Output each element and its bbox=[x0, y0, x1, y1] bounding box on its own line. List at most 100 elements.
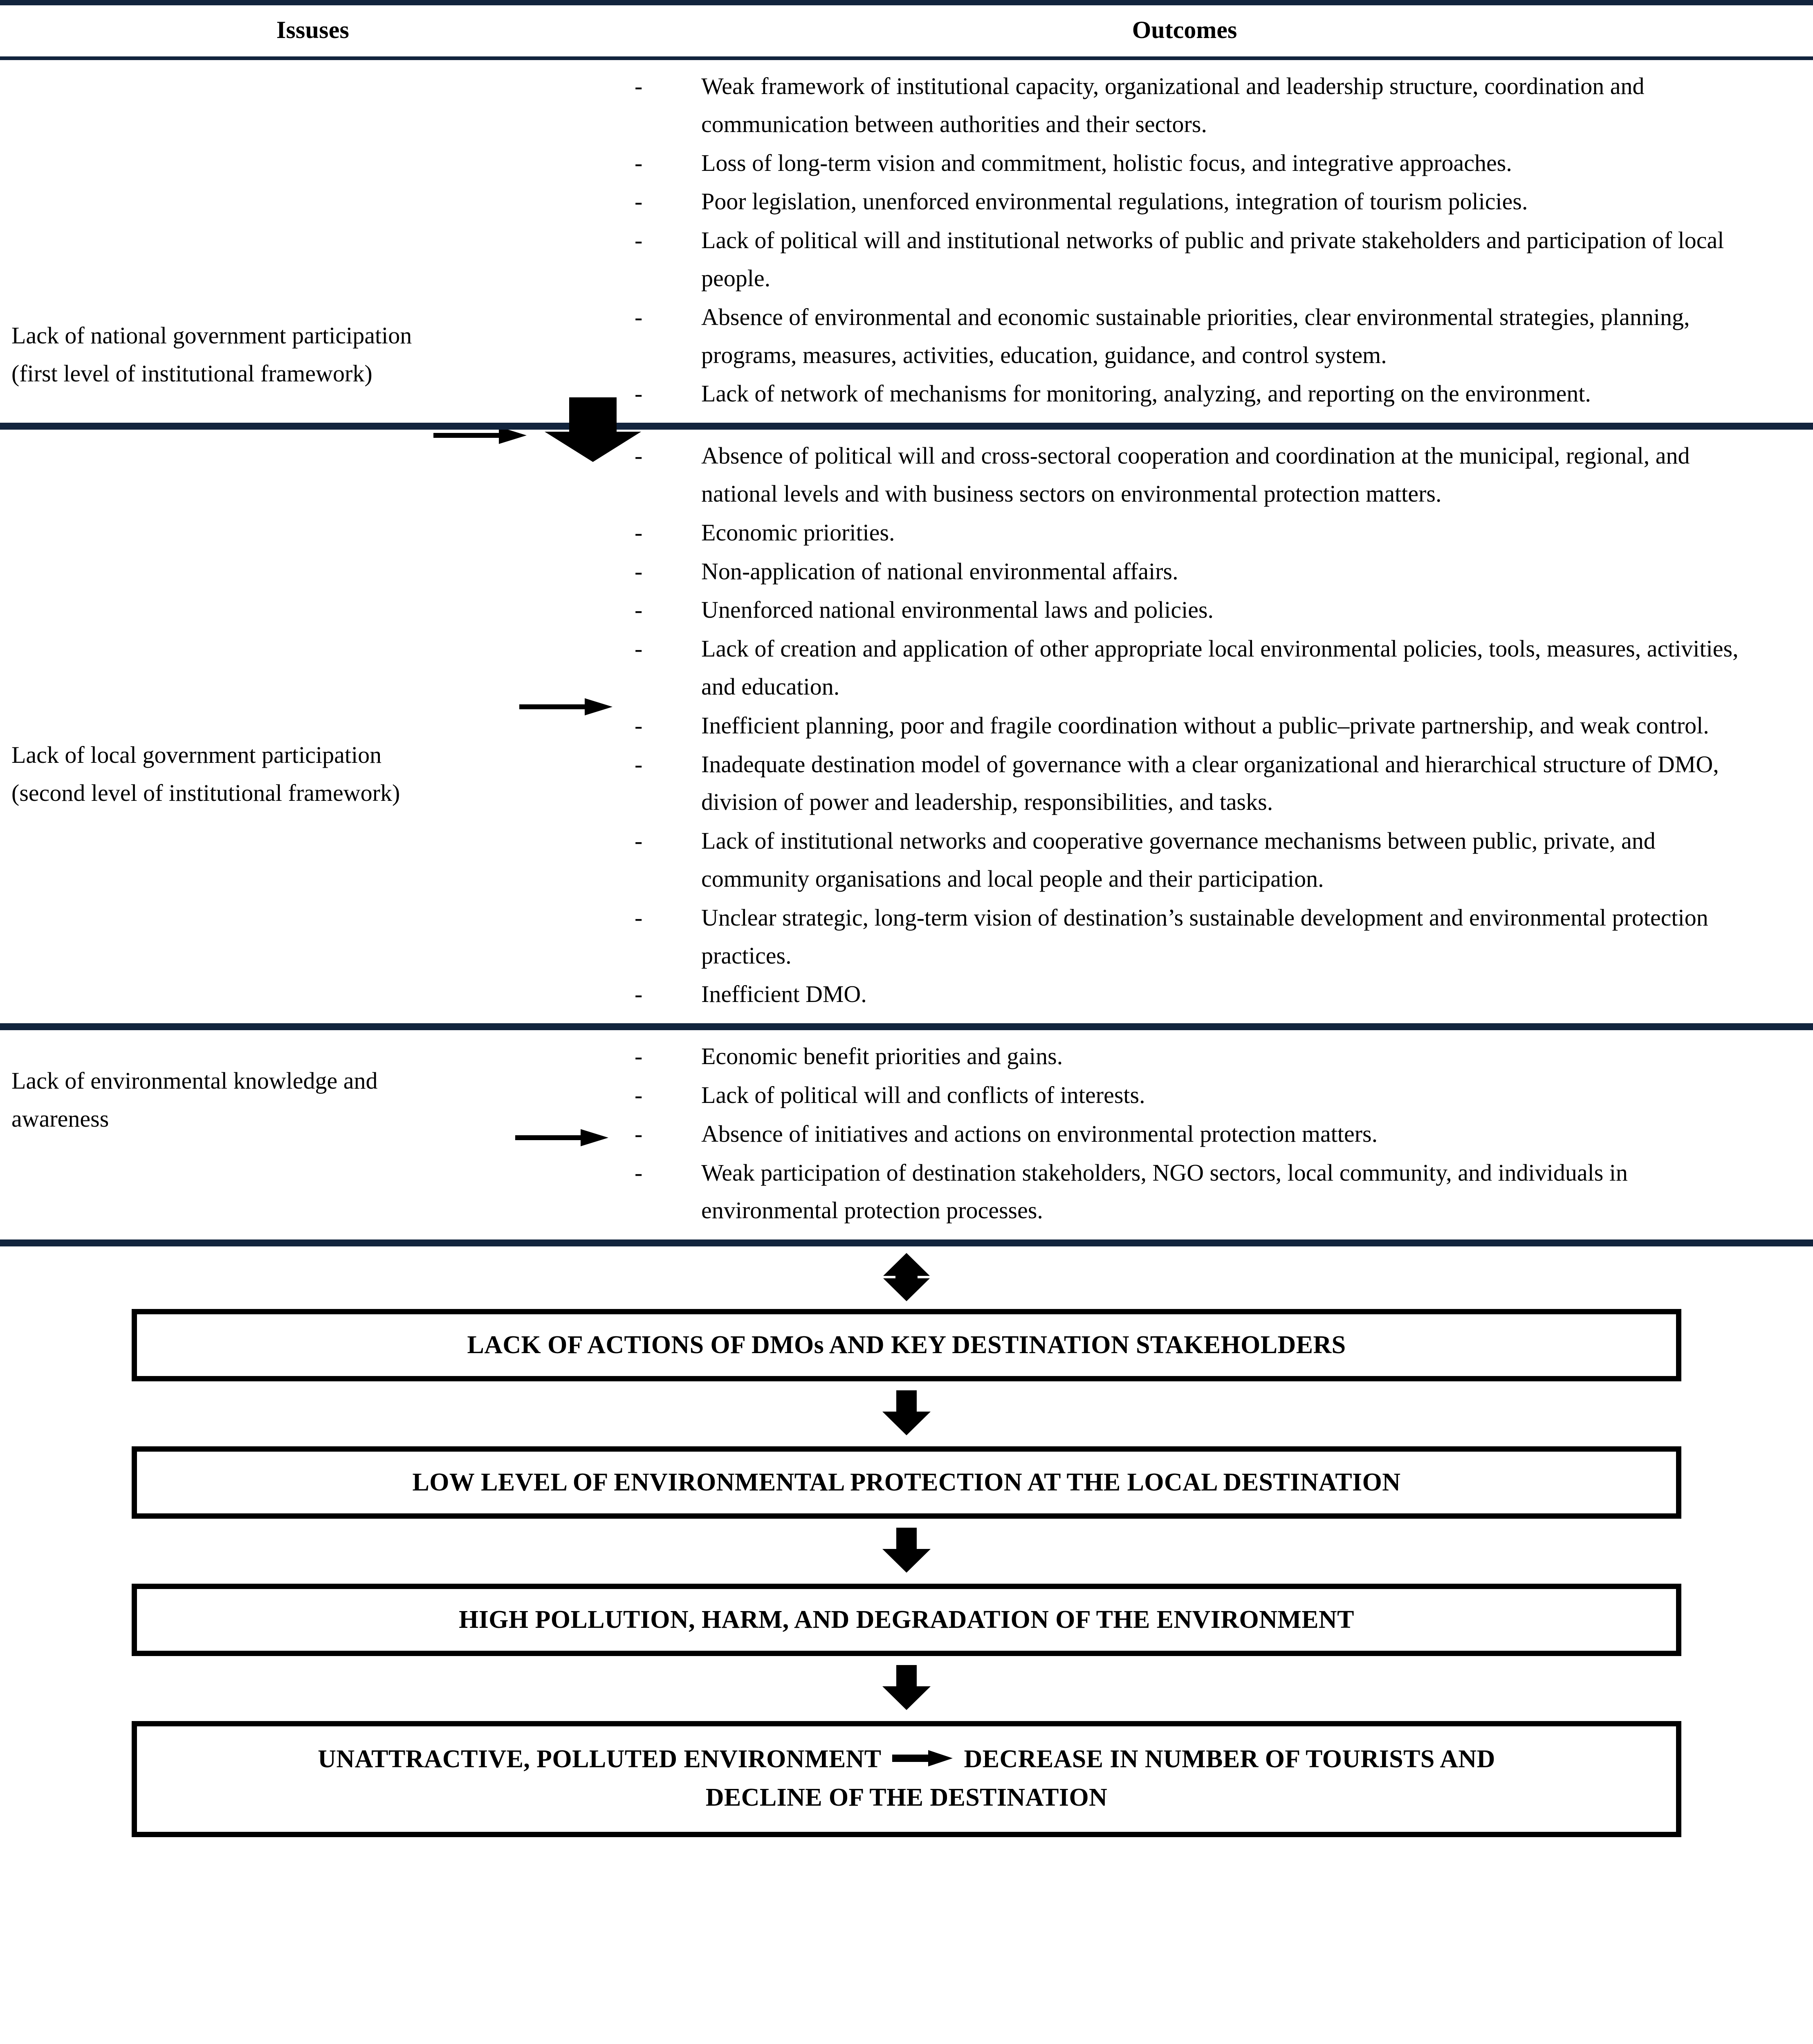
list-item-text: Inefficient DMO. bbox=[701, 981, 867, 1008]
double-headed-vertical-arrow-icon bbox=[880, 1253, 933, 1303]
list-item: - Economic benefit priorities and gains. bbox=[626, 1038, 1764, 1076]
list-item: - Absence of initiatives and actions on e… bbox=[626, 1115, 1764, 1153]
list-item: - Inefficient planning, poor and fragile … bbox=[626, 707, 1764, 745]
list-item-text: Loss of long-term vision and commitment,… bbox=[701, 149, 1512, 176]
bullet-marker: - bbox=[635, 1081, 643, 1108]
list-item: - Non-application of national environment… bbox=[626, 553, 1764, 591]
bullet-marker: - bbox=[635, 558, 643, 585]
section-divider-2 bbox=[0, 1023, 1813, 1031]
list-item-text: Economic benefit priorities and gains. bbox=[701, 1043, 1063, 1070]
bullet-marker: - bbox=[635, 442, 643, 469]
arrow-right-icon bbox=[433, 426, 527, 444]
list-item-text: Lack of network of mechanisms for monito… bbox=[701, 380, 1591, 407]
bullet-marker: - bbox=[635, 303, 643, 330]
issue-label-3-line1: Lack of environmental knowledge and bbox=[11, 1067, 378, 1094]
arrow-down-icon bbox=[880, 1665, 933, 1713]
list-item: - Inefficient DMO. bbox=[626, 975, 1764, 1013]
arrow-down-icon bbox=[880, 1390, 933, 1438]
bullet-marker: - bbox=[635, 1159, 643, 1186]
flow-box-4-second-line: DECLINE OF THE DESTINATION bbox=[705, 1783, 1108, 1811]
section-divider-1 bbox=[0, 397, 1813, 462]
list-item: - Lack of political will and conflicts of… bbox=[626, 1076, 1764, 1114]
issue-cell-2: Lack of local government participation (… bbox=[0, 430, 626, 1023]
bullet-marker: - bbox=[635, 73, 643, 99]
outcomes-list-3: -Economic benefit priorities and gains. … bbox=[626, 1038, 1764, 1230]
issue-cell-1: Lack of national government participatio… bbox=[0, 60, 626, 444]
table-header-row: Issuses Outcomes bbox=[0, 5, 1813, 56]
flow-box-2: LOW LEVEL OF ENVIRONMENTAL PROTECTION AT… bbox=[132, 1446, 1681, 1519]
issue-label-1-line2: (first level of institutional framework) bbox=[11, 360, 372, 387]
list-item-text: Non-application of national environmenta… bbox=[701, 558, 1178, 585]
list-item-text: Absence of political will and cross-sect… bbox=[701, 442, 1690, 507]
flow-connector-1 bbox=[0, 1381, 1813, 1446]
list-item-text: Absence of environmental and economic su… bbox=[701, 303, 1690, 368]
column-header-issues: Issuses bbox=[276, 16, 350, 43]
list-item-text: Absence of initiatives and actions on en… bbox=[701, 1120, 1378, 1147]
issue-label-2: Lack of local government participation (… bbox=[11, 736, 589, 812]
issue-label-2-line2: (second level of institutional framework… bbox=[11, 779, 400, 806]
flow-connector-2 bbox=[0, 1519, 1813, 1584]
list-item-text: Inadequate destination model of governan… bbox=[701, 751, 1719, 816]
arrow-down-icon bbox=[544, 397, 642, 465]
bullet-marker: - bbox=[635, 188, 643, 215]
list-item-text: Economic priorities. bbox=[701, 519, 895, 546]
bullet-marker: - bbox=[635, 149, 643, 176]
table-bottom-rule bbox=[0, 1239, 1813, 1247]
flow-connector-0 bbox=[0, 1246, 1813, 1309]
list-item-text: Poor legislation, unenforced environment… bbox=[701, 188, 1528, 215]
list-item: - Loss of long-term vision and commitment… bbox=[626, 144, 1764, 182]
table-row-section-1: Lack of national government participatio… bbox=[0, 60, 1813, 444]
table-row-section-2: Lack of local government participation (… bbox=[0, 430, 1813, 1023]
list-item-text: Lack of creation and application of othe… bbox=[701, 635, 1739, 700]
bullet-marker: - bbox=[635, 227, 643, 254]
list-item: - Absence of political will and cross-sec… bbox=[626, 437, 1764, 513]
bullet-marker: - bbox=[635, 904, 643, 931]
table-header-rule bbox=[0, 56, 1813, 60]
list-item: -Lack of political will and institutiona… bbox=[626, 222, 1764, 298]
list-item: - Weak framework of institutional capacit… bbox=[626, 67, 1764, 143]
issue-label-3: Lack of environmental knowledge and awar… bbox=[11, 1062, 589, 1138]
list-item-text: Weak framework of institutional capacity… bbox=[701, 73, 1645, 137]
bullet-marker: - bbox=[635, 712, 643, 739]
list-item-text: Lack of institutional networks and coope… bbox=[701, 827, 1656, 892]
bullet-marker: - bbox=[635, 380, 643, 407]
table-row-section-3: Lack of environmental knowledge and awar… bbox=[0, 1030, 1813, 1239]
outcomes-cell-1: - Weak framework of institutional capacit… bbox=[626, 60, 1813, 423]
flow-connector-3 bbox=[0, 1656, 1813, 1721]
issue-label-3-line2: awareness bbox=[11, 1105, 109, 1132]
issue-label-1-line1: Lack of national government participatio… bbox=[11, 322, 412, 349]
table-top-rule bbox=[0, 0, 1813, 5]
bullet-marker: - bbox=[635, 827, 643, 854]
arrow-right-icon bbox=[519, 697, 613, 716]
list-item: - Weak participation of destination stake… bbox=[626, 1154, 1764, 1230]
list-item: - Poor legislation, unenforced environmen… bbox=[626, 183, 1764, 221]
bullet-marker: - bbox=[635, 1043, 643, 1070]
issue-label-1: Lack of national government participatio… bbox=[11, 317, 589, 393]
list-item: - Unenforced national environmental laws … bbox=[626, 591, 1764, 629]
figure-root: Issuses Outcomes Lack of national govern… bbox=[0, 0, 1813, 1853]
bullet-marker: - bbox=[635, 981, 643, 1008]
bullet-marker: - bbox=[635, 596, 643, 623]
flow-box-4-right-text: DECREASE IN NUMBER OF TOURISTS AND bbox=[964, 1745, 1495, 1773]
flow-box-4: UNATTRACTIVE, POLLUTED ENVIRONMENT DECRE… bbox=[132, 1721, 1681, 1837]
list-item: -Economic priorities. bbox=[626, 514, 1764, 552]
issue-label-2-line1: Lack of local government participation bbox=[11, 742, 382, 769]
arrow-right-icon bbox=[892, 1741, 954, 1777]
list-item-text: Unclear strategic, long-term vision of d… bbox=[701, 904, 1708, 969]
list-item-text: Weak participation of destination stakeh… bbox=[701, 1159, 1628, 1224]
outcomes-cell-3: -Economic benefit priorities and gains. … bbox=[626, 1030, 1813, 1239]
list-item: -Lack of creation and application of oth… bbox=[626, 630, 1764, 706]
list-item-text: Unenforced national environmental laws a… bbox=[701, 596, 1214, 623]
outcomes-list-2: - Absence of political will and cross-sec… bbox=[626, 437, 1764, 1013]
list-item-text: Lack of political will and conflicts of … bbox=[701, 1081, 1145, 1108]
flow-box-3: HIGH POLLUTION, HARM, AND DEGRADATION OF… bbox=[132, 1584, 1681, 1656]
bullet-marker: - bbox=[635, 1120, 643, 1147]
arrow-right-icon bbox=[515, 1128, 609, 1147]
list-item: -Inadequate destination model of governa… bbox=[626, 746, 1764, 822]
outcomes-cell-2: - Absence of political will and cross-sec… bbox=[626, 430, 1813, 1023]
list-item: - Unclear strategic, long-term vision of … bbox=[626, 899, 1764, 975]
flow-diagram: LACK OF ACTIONS OF DMOs AND KEY DESTINAT… bbox=[0, 1246, 1813, 1853]
outcomes-list-1: - Weak framework of institutional capacit… bbox=[626, 67, 1764, 413]
flow-box-1: LACK OF ACTIONS OF DMOs AND KEY DESTINAT… bbox=[132, 1309, 1681, 1382]
list-item-text: Inefficient planning, poor and fragile c… bbox=[701, 712, 1709, 739]
